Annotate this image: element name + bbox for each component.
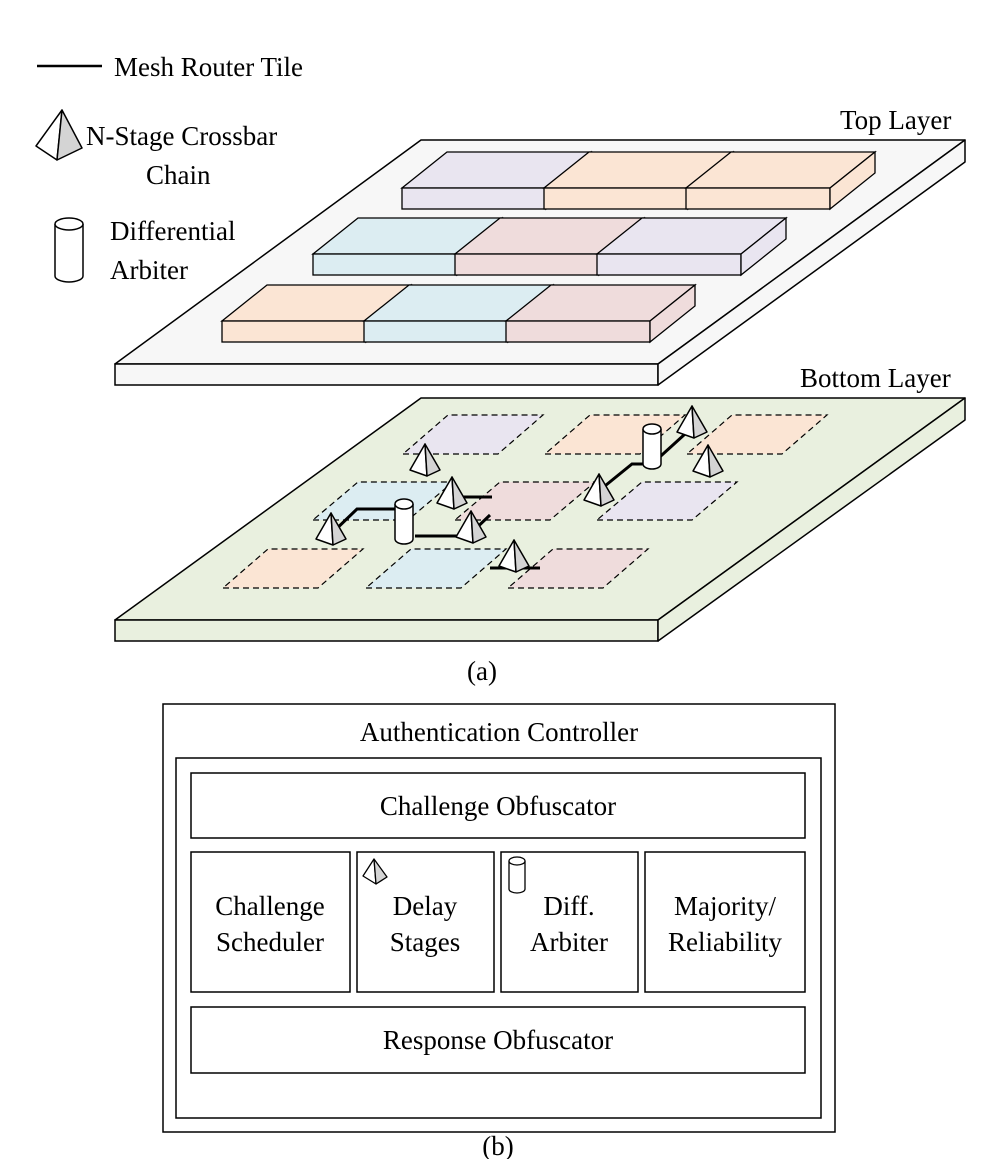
top-tile-6 bbox=[595, 216, 788, 277]
bottom-tile-9 bbox=[506, 548, 650, 589]
pyramid-icon bbox=[362, 858, 388, 885]
legend-crossbar-line1: N-Stage Crossbar bbox=[86, 121, 277, 151]
bottom-layer-label: Bottom Layer bbox=[800, 363, 951, 393]
response-obfuscator-block: Response Obfuscator bbox=[190, 1006, 806, 1074]
legend: Mesh Router Tile N-Stage Crossbar Chain … bbox=[35, 52, 303, 285]
legend-crossbar-line2: Chain bbox=[146, 160, 211, 190]
authentication-controller: Authentication Controller Challenge Obfu… bbox=[162, 703, 836, 1133]
delay-stages-line1: Delay bbox=[393, 891, 458, 921]
cylinder-icon bbox=[54, 217, 84, 283]
challenge-obfuscator-label: Challenge Obfuscator bbox=[380, 791, 616, 821]
caption-a: (a) bbox=[467, 656, 497, 686]
delay-stages-line2: Stages bbox=[390, 927, 461, 957]
response-obfuscator-label: Response Obfuscator bbox=[383, 1025, 613, 1055]
top-tile-3 bbox=[684, 150, 877, 211]
controller-title: Authentication Controller bbox=[360, 717, 638, 747]
bottom-tile-8 bbox=[364, 548, 508, 589]
challenge-obfuscator-block: Challenge Obfuscator bbox=[190, 772, 806, 839]
diff-arbiter-line1: Diff. bbox=[543, 891, 594, 921]
arbiter-cylinder-left bbox=[394, 498, 414, 545]
bottom-tile-6 bbox=[595, 481, 739, 521]
delay-stages-block: Delay Stages bbox=[356, 851, 495, 993]
top-layer-label: Top Layer bbox=[840, 105, 951, 135]
top-tile-1 bbox=[400, 150, 593, 211]
top-layer: Top Layer bbox=[114, 105, 966, 386]
legend-arbiter-line1: Differential bbox=[110, 216, 235, 246]
challenge-scheduler-line2: Scheduler bbox=[216, 927, 324, 957]
diff-arbiter-line2: Arbiter bbox=[530, 927, 608, 957]
top-tile-4 bbox=[311, 216, 504, 277]
majority-line2: Reliability bbox=[668, 927, 782, 957]
majority-line1: Majority/ bbox=[674, 891, 776, 921]
majority-reliability-block: Majority/ Reliability bbox=[644, 851, 806, 993]
legend-arbiter-line2: Arbiter bbox=[110, 255, 188, 285]
diff-arbiter-block: Diff. Arbiter bbox=[500, 851, 639, 993]
challenge-scheduler-line1: Challenge bbox=[215, 891, 324, 921]
arbiter-cylinder-right bbox=[642, 423, 662, 470]
bottom-layer: Bottom Layer bbox=[114, 363, 966, 642]
cylinder-icon bbox=[508, 856, 526, 894]
legend-mesh-router-tile: Mesh Router Tile bbox=[114, 52, 303, 82]
bottom-tile-1 bbox=[401, 414, 545, 455]
top-tile-9 bbox=[504, 283, 697, 344]
challenge-scheduler-block: Challenge Scheduler bbox=[190, 851, 351, 993]
bottom-tile-7 bbox=[221, 548, 365, 589]
bottom-tile-3 bbox=[685, 414, 829, 455]
pyramid-icon bbox=[35, 109, 83, 161]
caption-b: (b) bbox=[482, 1131, 513, 1159]
